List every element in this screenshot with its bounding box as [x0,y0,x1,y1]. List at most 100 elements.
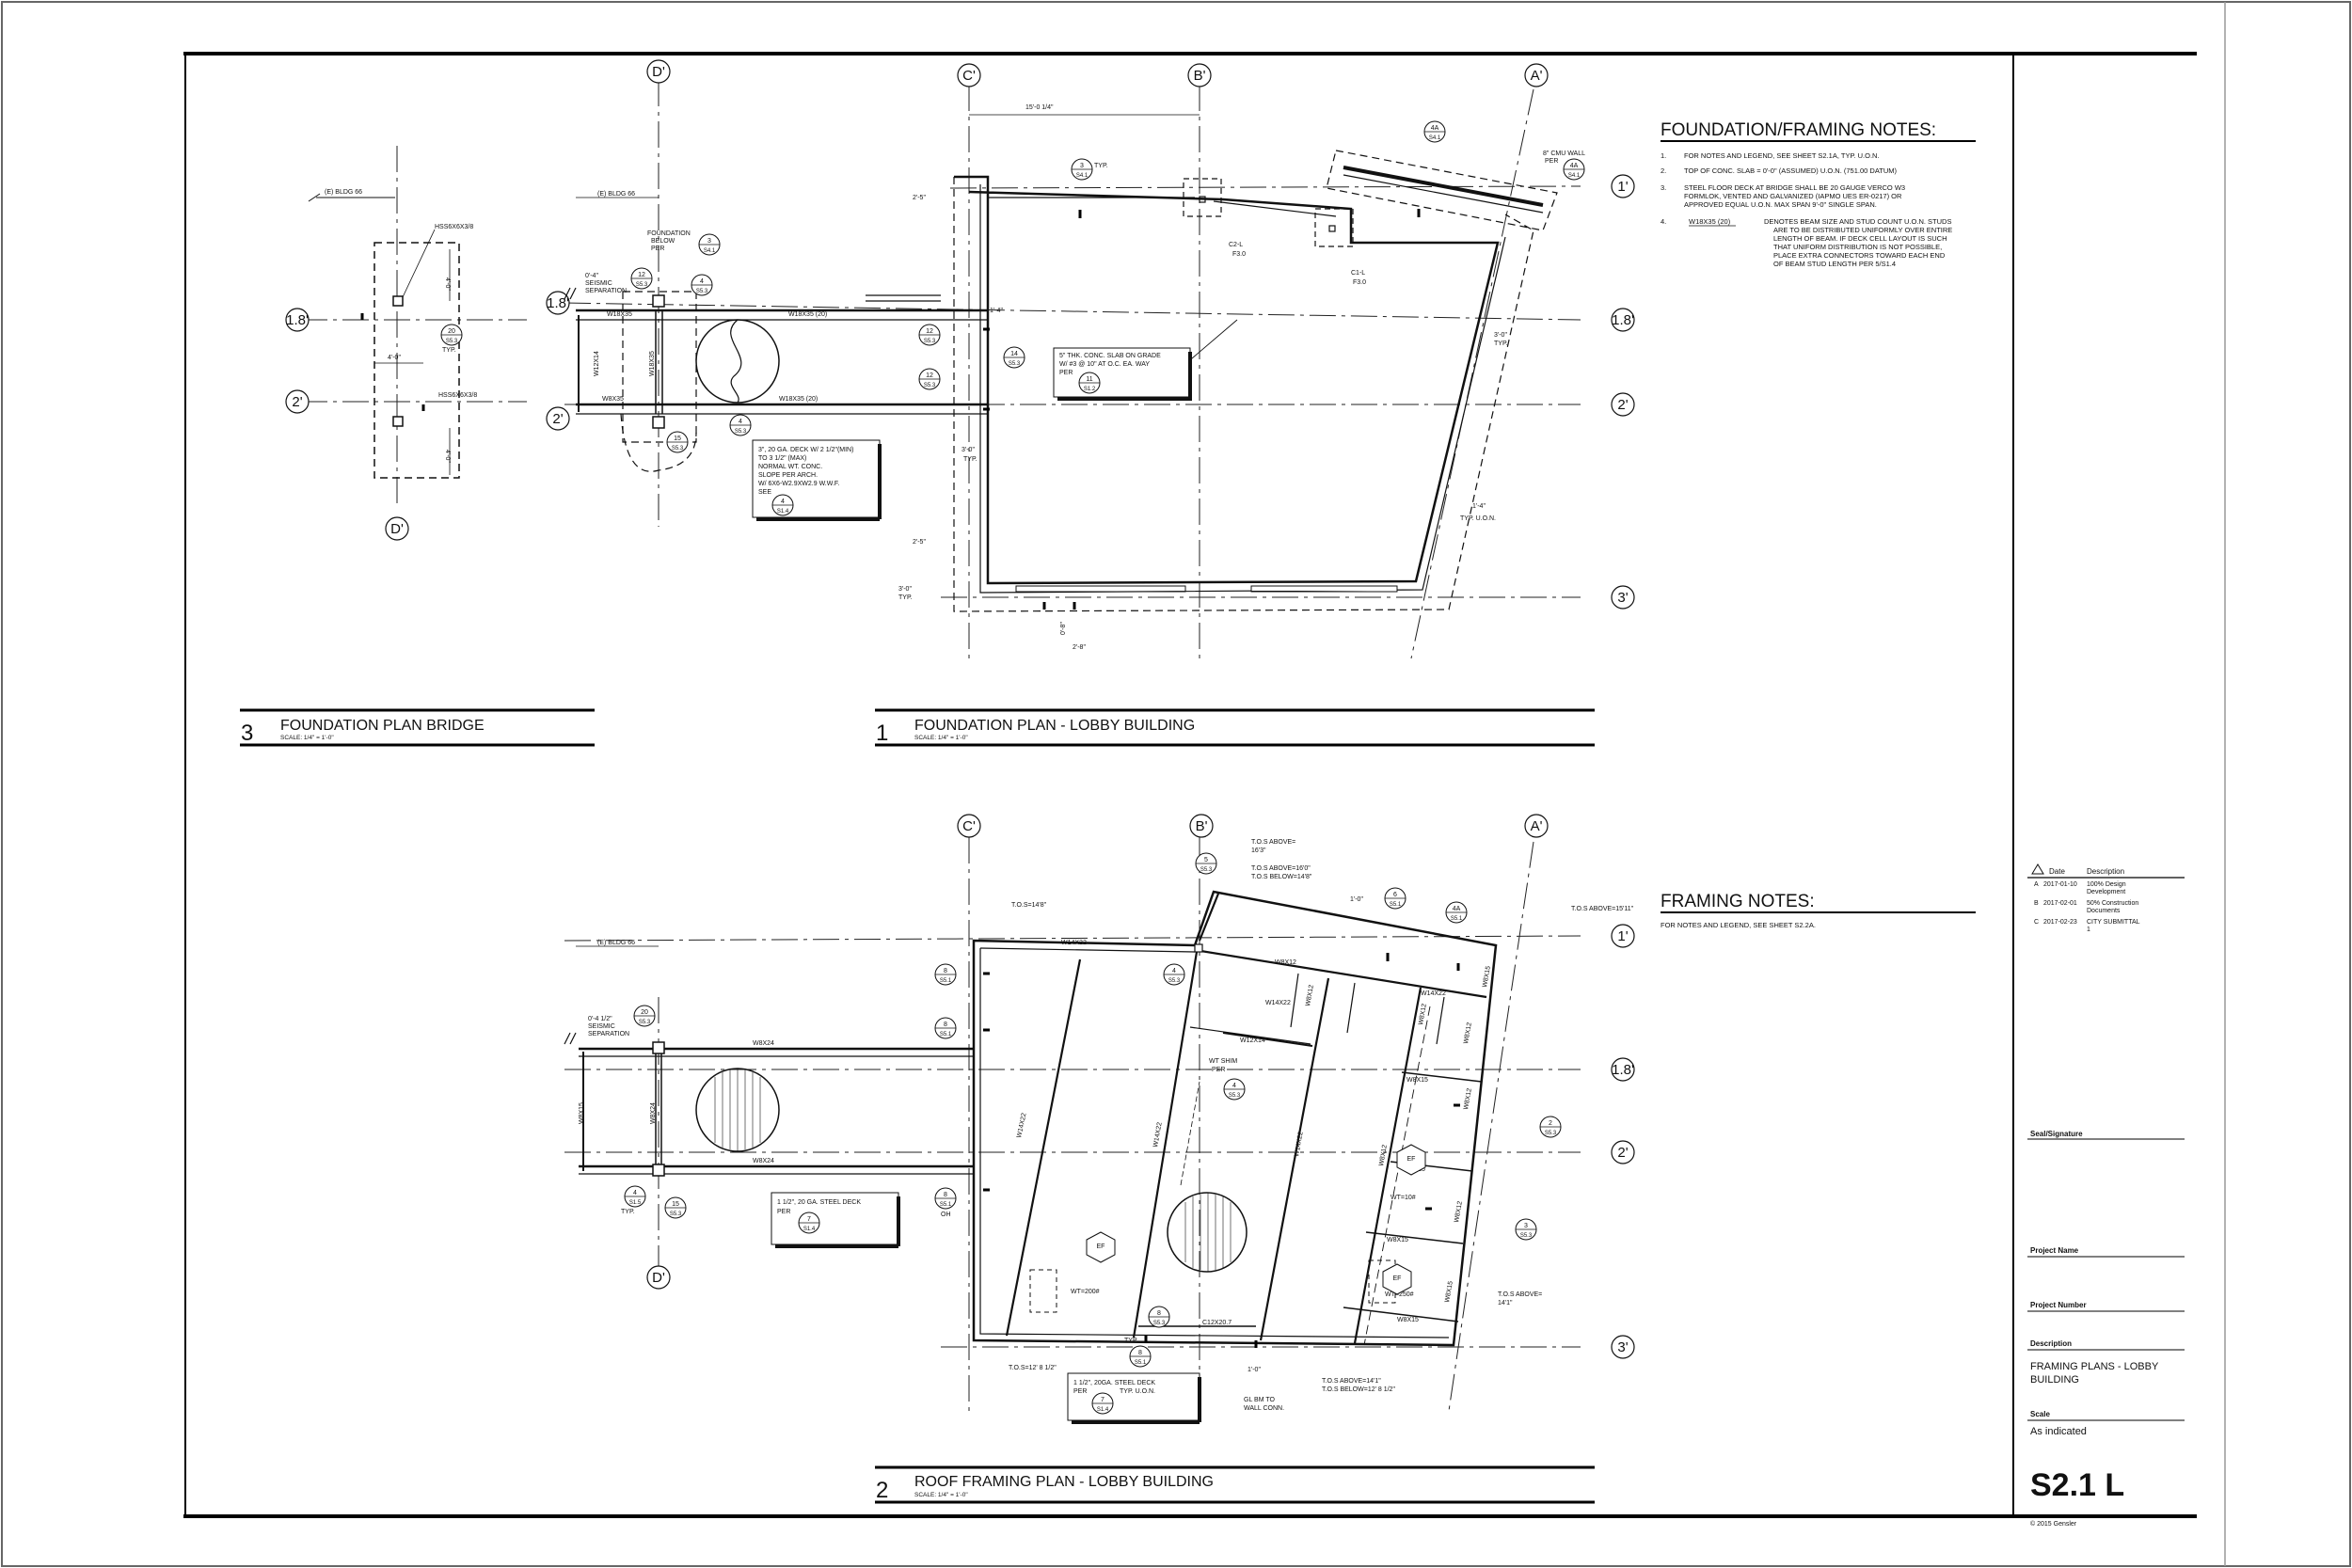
svg-text:B: B [2034,900,2039,907]
svg-text:0'-4": 0'-4" [585,273,598,279]
revision-delta-icon [2031,863,2044,875]
svg-text:W18X35: W18X35 [649,351,656,376]
scale-value: As indicated [2030,1426,2087,1437]
svg-text:W8X15: W8X15 [1406,1077,1428,1084]
svg-text:W8X15: W8X15 [1397,1317,1419,1323]
svg-text:8: 8 [944,1022,947,1028]
svg-text:D': D' [390,521,404,537]
svg-text:14'1": 14'1" [1498,1300,1513,1307]
grid-bubble-a-top: A' [1531,68,1543,84]
svg-text:16'3": 16'3" [1251,847,1266,854]
framing-notes-heading: FRAMING NOTES: [1661,892,1815,911]
svg-text:4: 4 [700,278,704,285]
svg-text:S5.3: S5.3 [636,282,648,288]
svg-text:12: 12 [638,272,645,278]
svg-text:W8X15: W8X15 [1444,1280,1454,1303]
drawing-title-2: 2 ROOF FRAMING PLAN - LOBBY BUILDING SCA… [875,1465,1595,1504]
svg-text:S5.3: S5.3 [1229,1093,1241,1099]
hss-column [652,294,665,308]
svg-text:PER: PER [1073,1388,1087,1395]
grid-bubble-2-top: 2' [1617,397,1628,413]
hss-column [652,416,665,429]
svg-text:1 1/2", 20 GA. STEEL DECK: 1 1/2", 20 GA. STEEL DECK [777,1199,861,1206]
svg-text:S5.3: S5.3 [446,339,458,344]
svg-text:W8X12: W8X12 [1454,1200,1464,1223]
sheet-number: S2.1 L [2030,1467,2124,1503]
svg-text:S5.1: S5.1 [1135,1360,1147,1366]
svg-text:EF: EF [1407,1156,1416,1163]
svg-text:12: 12 [926,328,933,335]
svg-text:S5.3: S5.3 [735,429,747,435]
svg-text:SCALE: 1/4" = 1'-0": SCALE: 1/4" = 1'-0" [280,735,334,741]
svg-text:STEEL FLOOR DECK AT BRIDGE SHA: STEEL FLOOR DECK AT BRIDGE SHALL BE 20 G… [1684,183,1905,192]
svg-text:HSS6X6X3/8: HSS6X6X3/8 [435,224,473,230]
svg-text:THAT UNIFORM DISTRIBUTION IS N: THAT UNIFORM DISTRIBUTION IS NOT POSSIBL… [1773,243,1942,251]
svg-text:S4.1: S4.1 [704,248,716,254]
svg-text:TYP. U.O.N.: TYP. U.O.N. [1120,1388,1155,1395]
svg-text:OF BEAM STUD LENGTH PER 5/S1.4: OF BEAM STUD LENGTH PER 5/S1.4 [1773,260,1896,268]
svg-text:A: A [2034,881,2039,888]
slab-note-box: 5" THK. CONC. SLAB ON GRADE W/ #3 @ 10" … [1053,347,1192,401]
project-number-label: Project Number [2030,1301,2087,1309]
svg-text:W18X35 (20): W18X35 (20) [1689,217,1731,226]
svg-text:FOR NOTES AND LEGEND, SEE SHEE: FOR NOTES AND LEGEND, SEE SHEET S2.1A, T… [1684,151,1880,160]
hss-column [392,295,404,307]
grid-bubble-d-top: D' [652,64,665,80]
svg-text:0'-8": 0'-8" [1060,622,1067,635]
svg-text:C1-L: C1-L [1351,270,1365,277]
svg-text:S4.1: S4.1 [1076,173,1089,179]
svg-text:S5.3: S5.3 [924,339,936,344]
drawing-title-3: 3 FOUNDATION PLAN BRIDGE SCALE: 1/4" = 1… [240,708,595,747]
svg-text:TYP. U.O.N.: TYP. U.O.N. [1460,515,1496,522]
svg-text:S5.1: S5.1 [1390,902,1402,908]
svg-text:20: 20 [641,1009,648,1016]
svg-text:FOR NOTES AND LEGEND, SEE SHEE: FOR NOTES AND LEGEND, SEE SHEET S2.2A. [1661,921,1816,929]
svg-text:C2-L: C2-L [1229,242,1243,248]
svg-text:4'-0": 4'-0" [388,355,401,361]
svg-text:(E) BLDG 66: (E) BLDG 66 [597,191,635,198]
svg-text:8: 8 [1138,1350,1142,1356]
plan-1-foundation-lobby [576,150,1558,612]
svg-text:W14X22: W14X22 [1421,990,1446,997]
svg-text:W8X15: W8X15 [579,1102,585,1124]
svg-text:4: 4 [739,419,742,425]
detail-bubble: 20 S5.3 [440,324,463,346]
svg-text:2: 2 [876,1478,888,1503]
svg-text:S5.1: S5.1 [940,1202,952,1208]
svg-text:S5.3: S5.3 [696,289,708,294]
svg-text:TOP OF CONC. SLAB = 0'-0" (ASS: TOP OF CONC. SLAB = 0'-0" (ASSUMED) U.O.… [1684,166,1898,175]
foundation-framing-notes: FOUNDATION/FRAMING NOTES: 1. FOR NOTES A… [1661,120,1976,268]
deck-note-box-2: 1 1/2", 20GA. STEEL DECK PER TYP. U.O.N. [1067,1372,1201,1424]
svg-text:TYP.: TYP. [1494,341,1508,347]
svg-text:S5.3: S5.3 [1520,1233,1533,1239]
deck-note-box: 3", 20 GA. DECK W/ 2 1/2"(MIN) TO 3 1/2"… [752,439,882,521]
svg-text:S5.3: S5.3 [639,1020,651,1025]
svg-text:GL BM TO: GL BM TO [1244,1397,1275,1403]
svg-text:HSS6X6X3/8: HSS6X6X3/8 [438,392,477,399]
svg-text:W14X22: W14X22 [1016,1113,1027,1139]
svg-text:S1.4: S1.4 [777,509,789,515]
svg-text:S5.1: S5.1 [940,1032,952,1037]
svg-text:3'-0": 3'-0" [961,447,975,453]
svg-text:Documents: Documents [2087,908,2121,914]
svg-text:W18X35 (20): W18X35 (20) [779,396,818,403]
deck-note-box-1: 1 1/2", 20 GA. STEEL DECK PER [771,1192,900,1248]
svg-text:2'-8": 2'-8" [1073,644,1086,651]
ef-tag: EF EF EF [1086,1144,1426,1295]
plan-2-roof-framing [579,890,1498,1348]
svg-text:W14X22: W14X22 [1152,1122,1164,1148]
grid-bubble-b-top: B' [1194,68,1206,84]
svg-text:WT=250#: WT=250# [1385,1291,1414,1298]
grid-bubble-1-top: 1' [1617,179,1628,195]
svg-text:15: 15 [674,436,681,442]
svg-text:S1.4: S1.4 [1097,1407,1109,1413]
svg-text:3': 3' [1617,1339,1628,1355]
project-name-label: Project Name [2030,1246,2079,1255]
svg-text:8: 8 [1157,1310,1161,1317]
svg-text:W8X24: W8X24 [753,1158,774,1164]
svg-text:S5.3: S5.3 [1545,1131,1557,1136]
svg-text:TO 3 1/2" (MAX): TO 3 1/2" (MAX) [758,455,806,462]
svg-text:4.: 4. [1661,217,1666,226]
svg-text:FOUNDATION: FOUNDATION [647,230,691,237]
